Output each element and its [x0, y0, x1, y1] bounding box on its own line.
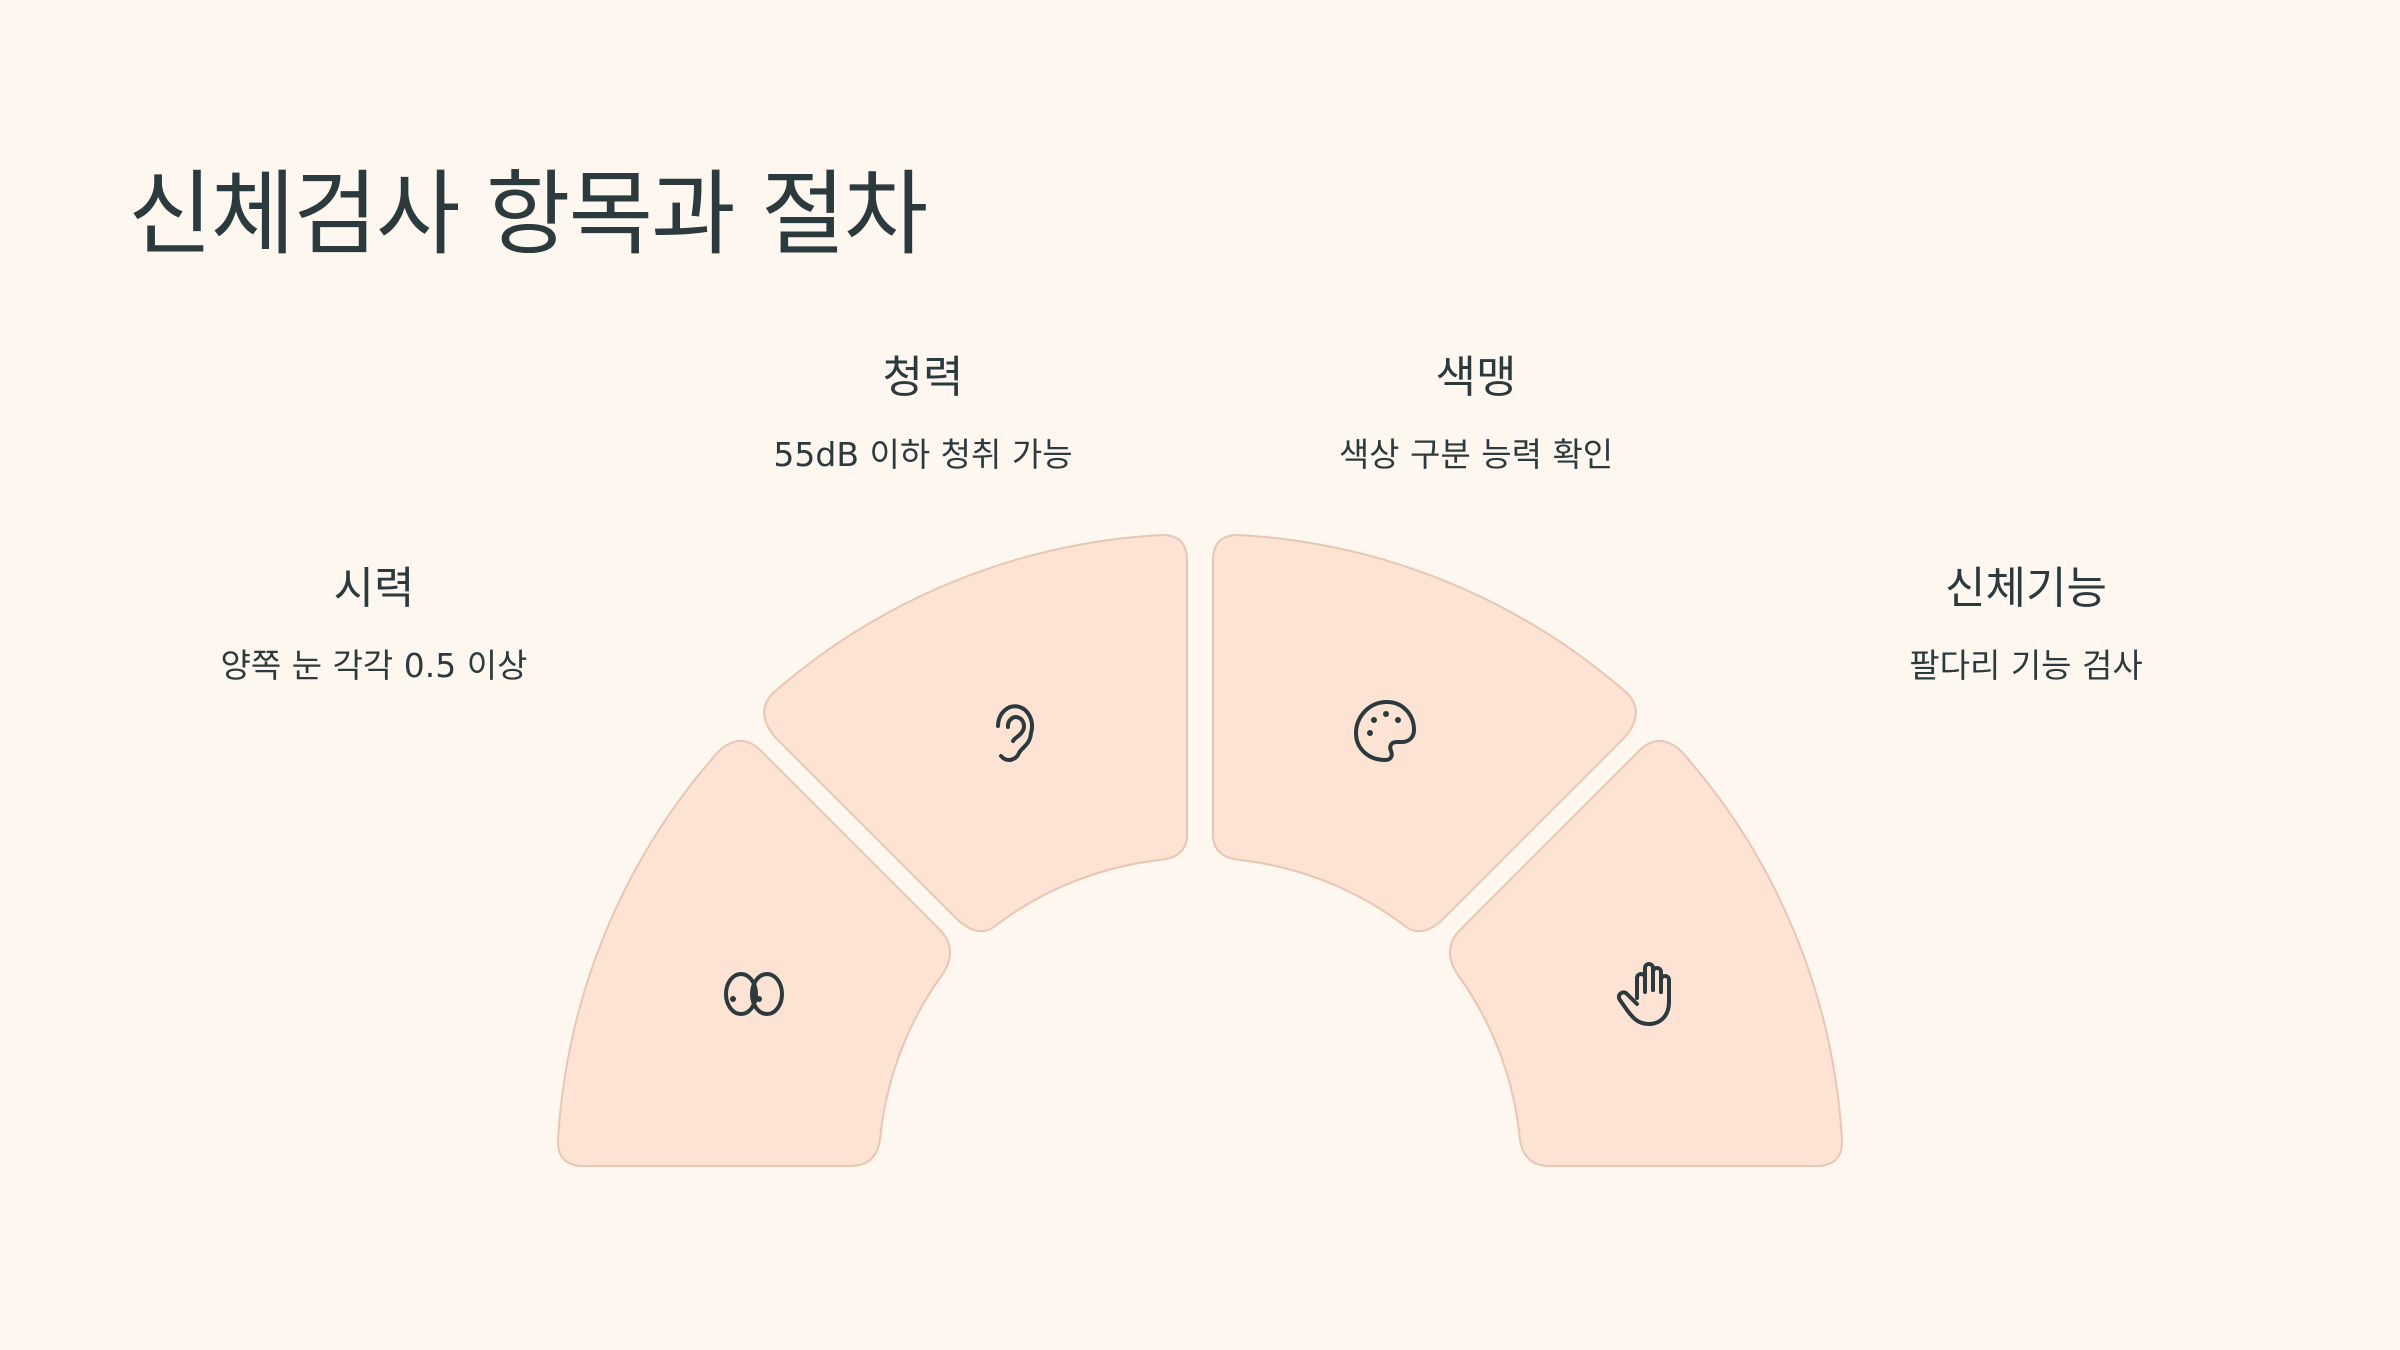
eyes-icon: [724, 972, 784, 1016]
item-name: 시력: [333, 563, 415, 614]
palette-icon: [1354, 700, 1416, 762]
item-name: 신체기능: [1945, 563, 2107, 614]
item-hearing: 청력 55dB 이하 청취 가능: [773, 352, 1072, 474]
item-colorblind: 색맹 색상 구분 능력 확인: [1339, 352, 1613, 474]
item-description: 팔다리 기능 검사: [1909, 645, 2143, 685]
item-name: 청력: [882, 352, 964, 403]
hand-icon: [1616, 962, 1671, 1026]
item-body-function: 신체기능 팔다리 기능 검사: [1909, 563, 2143, 685]
segment-colorblind: [1212, 533, 1637, 933]
item-name: 색맹: [1435, 352, 1517, 403]
segment-body-function: [1449, 740, 1844, 1167]
page-title: 신체검사 항목과 절차: [128, 161, 928, 268]
item-description: 양쪽 눈 각각 0.5 이상: [220, 645, 528, 685]
ear-icon: [996, 704, 1034, 762]
segment-hearing: [763, 533, 1188, 933]
item-description: 55dB 이하 청취 가능: [773, 434, 1073, 474]
item-vision: 시력 양쪽 눈 각각 0.5 이상: [221, 563, 528, 685]
segment-vision: [556, 740, 951, 1167]
item-description: 색상 구분 능력 확인: [1338, 434, 1614, 474]
